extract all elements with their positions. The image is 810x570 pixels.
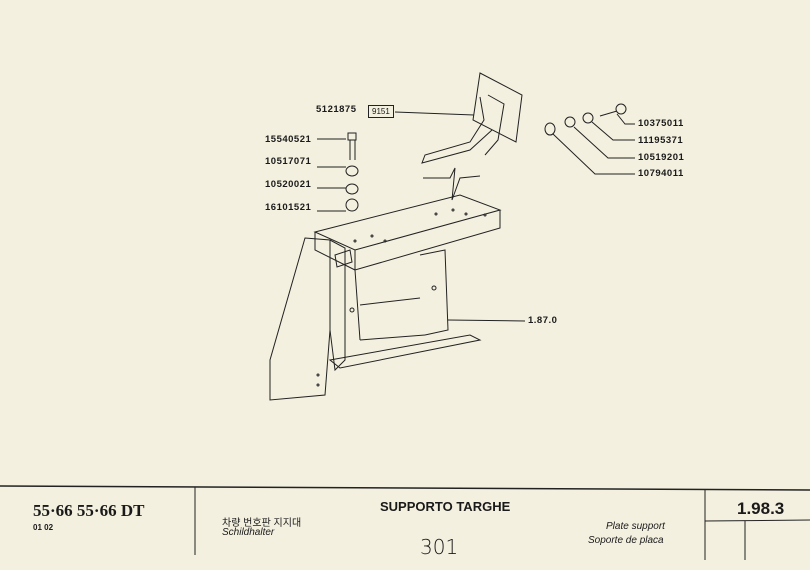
part-number: 11195371 [638, 135, 684, 146]
part-number: 10520021 [265, 179, 312, 190]
assembly-box-label: 9151 [368, 105, 394, 118]
part-number: 10375011 [638, 118, 684, 129]
title-english: Plate support [606, 521, 665, 532]
title-german: Schildhalter [222, 527, 275, 538]
assembly-part-number: 5121875 [316, 104, 357, 115]
section-code: 1.98.3 [737, 499, 785, 518]
model-names: 55·66 55·66 DT [33, 501, 145, 520]
right-hardware [544, 103, 635, 175]
left-hardware [317, 132, 359, 212]
part-number: 16101521 [265, 202, 312, 213]
title-korean: 차량 번호판 지지대 [222, 518, 302, 529]
handwritten-page-number: 301 [420, 535, 459, 559]
part-number: 10794011 [638, 168, 684, 179]
part-number: 10517071 [265, 156, 312, 167]
reference-number: 1.87.0 [528, 315, 558, 326]
part-number: 15540521 [265, 134, 312, 145]
frame [269, 194, 526, 401]
part-number: 10519201 [638, 152, 685, 163]
plate-bracket [394, 72, 523, 164]
title-italian: SUPPORTO TARGHE [380, 499, 511, 514]
title-spanish: Soporte de placa [588, 535, 664, 546]
sub-models: 01 02 [33, 523, 54, 532]
